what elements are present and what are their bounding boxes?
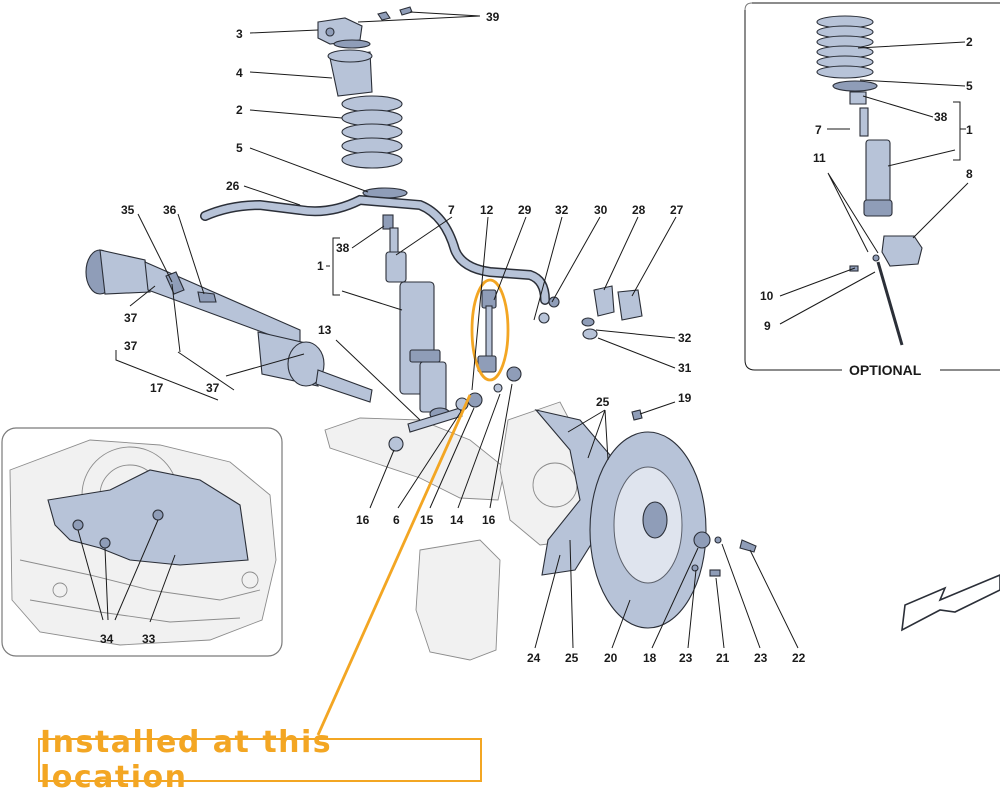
callout-label: 38 — [336, 241, 350, 255]
optional-mount — [881, 235, 923, 267]
washer — [388, 436, 404, 452]
callout-label: 31 — [678, 361, 692, 375]
callout-label: 27 — [670, 203, 684, 217]
callout-label: 34 — [100, 632, 114, 646]
screw — [399, 6, 413, 16]
callout-label: 13 — [318, 323, 332, 337]
callout-label: 5 — [236, 141, 243, 155]
callout-label: 26 — [226, 179, 240, 193]
callout-label: 7 — [448, 203, 455, 217]
callout-label: 32 — [555, 203, 569, 217]
shock-absorber-assembly — [200, 6, 643, 501]
lower-wishbone — [324, 417, 506, 501]
callout-label: 25 — [596, 395, 610, 409]
brake-assembly — [415, 401, 757, 661]
optional-piston-rod — [859, 107, 869, 137]
callout-label: 33 — [142, 632, 156, 646]
heat-shield-bolt — [99, 537, 111, 549]
callout-label: 5 — [966, 79, 973, 93]
callout-label: 12 — [480, 203, 494, 217]
coil-spring — [341, 95, 403, 169]
sensor — [739, 539, 757, 553]
callout-label: 20 — [604, 651, 618, 665]
callout-label: 22 — [792, 651, 806, 665]
bolt — [709, 569, 721, 577]
installed-location-callout: Installed at this location — [38, 725, 482, 789]
callout-label: 17 — [150, 381, 164, 395]
callout-label: 3 — [236, 27, 243, 41]
heat-shield — [47, 469, 249, 566]
optional-panel: OPTIONAL 2 5 38 1 7 11 8 10 9 — [744, 2, 1000, 378]
drive-shaft — [85, 249, 373, 403]
installed-location-highlight — [470, 278, 510, 382]
callout-label: 30 — [594, 203, 608, 217]
callout-label: 7 — [815, 123, 822, 137]
bushing — [593, 285, 615, 317]
callout-label: 15 — [420, 513, 434, 527]
heat-shield-bolt — [152, 509, 164, 521]
callout-label: 2 — [236, 103, 243, 117]
callout-label: 24 — [527, 651, 541, 665]
bushing — [617, 289, 643, 321]
callout-label: 32 — [678, 331, 692, 345]
callout-label: 2 — [966, 35, 973, 49]
highlight-leader — [316, 394, 472, 736]
callout-label: 23 — [754, 651, 768, 665]
callout-label: 19 — [678, 391, 692, 405]
callout-label: 16 — [356, 513, 370, 527]
callout-label: 37 — [124, 311, 138, 325]
leader-lines — [115, 11, 799, 649]
callout-label: 38 — [934, 110, 948, 124]
callout-labels: 39 3 4 2 5 26 35 36 38 1 7 12 29 32 30 2… — [121, 10, 806, 665]
bolt — [197, 291, 217, 303]
optional-bump-stop — [849, 91, 867, 105]
stabilizer-bar — [200, 194, 550, 305]
callout-label: 35 — [121, 203, 135, 217]
callout-label: 10 — [760, 289, 774, 303]
callout-label: 8 — [966, 167, 973, 181]
optional-spring-seat — [832, 80, 878, 92]
callout-label: 28 — [632, 203, 646, 217]
direction-arrow — [901, 574, 1000, 632]
brake-caliper — [415, 539, 501, 661]
callout-label: 1 — [317, 259, 324, 273]
callout-label: 21 — [716, 651, 730, 665]
bump-stop — [382, 214, 394, 230]
heat-shield-bolt — [72, 519, 84, 531]
callout-label: 18 — [643, 651, 657, 665]
callout-label: 6 — [393, 513, 400, 527]
optional-rod — [876, 261, 904, 346]
callout-label: 1 — [966, 123, 973, 137]
callout-label: 29 — [518, 203, 532, 217]
screw — [377, 11, 391, 21]
callout-label: 14 — [450, 513, 464, 527]
callout-label: 11 — [813, 151, 826, 165]
callout-label: 9 — [764, 319, 771, 333]
inset-gearbox-panel: 34 33 — [1, 427, 283, 657]
callout-label: 36 — [163, 203, 177, 217]
callout-label: 4 — [236, 66, 243, 80]
optional-spring — [816, 15, 874, 79]
callout-label: 39 — [486, 10, 500, 24]
callout-text: Installed at this location — [40, 725, 333, 789]
callout-label: 23 — [679, 651, 693, 665]
callout-label: 16 — [482, 513, 496, 527]
clamp — [165, 271, 185, 295]
callout-label: 25 — [565, 651, 579, 665]
callout-label: 37 — [124, 339, 138, 353]
optional-title: OPTIONAL — [849, 362, 922, 378]
hub-nut — [693, 531, 711, 549]
callout-label: 37 — [206, 381, 220, 395]
stabilizer-link-rod — [477, 289, 497, 373]
